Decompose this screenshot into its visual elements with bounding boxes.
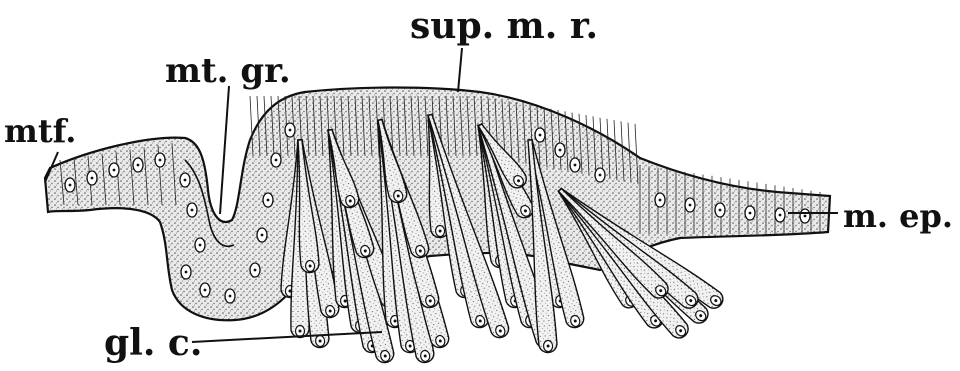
label-sup-m-r: sup. m. r. [410,5,598,47]
label-gl-c: gl. c. [104,322,202,364]
nucleolus [689,204,692,207]
nucleolus [204,289,207,292]
nucleolus [804,215,807,218]
label-mtf: mtf. [4,112,76,150]
nucleolus [254,269,257,272]
nucleolus [91,177,94,180]
nucleolus [599,174,602,177]
leader-gl-c [192,332,382,342]
nucleolus [779,214,782,217]
nucleolus [539,134,542,137]
label-mt-gr: mt. gr. [165,51,291,91]
nucleolus [289,129,292,132]
label-m-ep: m. ep. [843,197,953,235]
nucleolus [69,184,72,187]
nucleolus [749,212,752,215]
nucleolus [159,159,162,162]
leader-sup-m-r [458,48,462,92]
nucleolus [191,209,194,212]
nucleolus [113,169,116,172]
nucleolus [275,159,278,162]
nucleolus [659,199,662,202]
leader-mt-gr [220,86,229,214]
nucleolus [574,164,577,167]
nucleolus [184,179,187,182]
nucleolus [137,164,140,167]
nucleolus [719,209,722,212]
nucleolus [267,199,270,202]
nucleolus [199,244,202,247]
nucleolus [185,271,188,274]
nucleolus [559,149,562,152]
nucleolus [229,295,232,298]
nucleolus [261,234,264,237]
